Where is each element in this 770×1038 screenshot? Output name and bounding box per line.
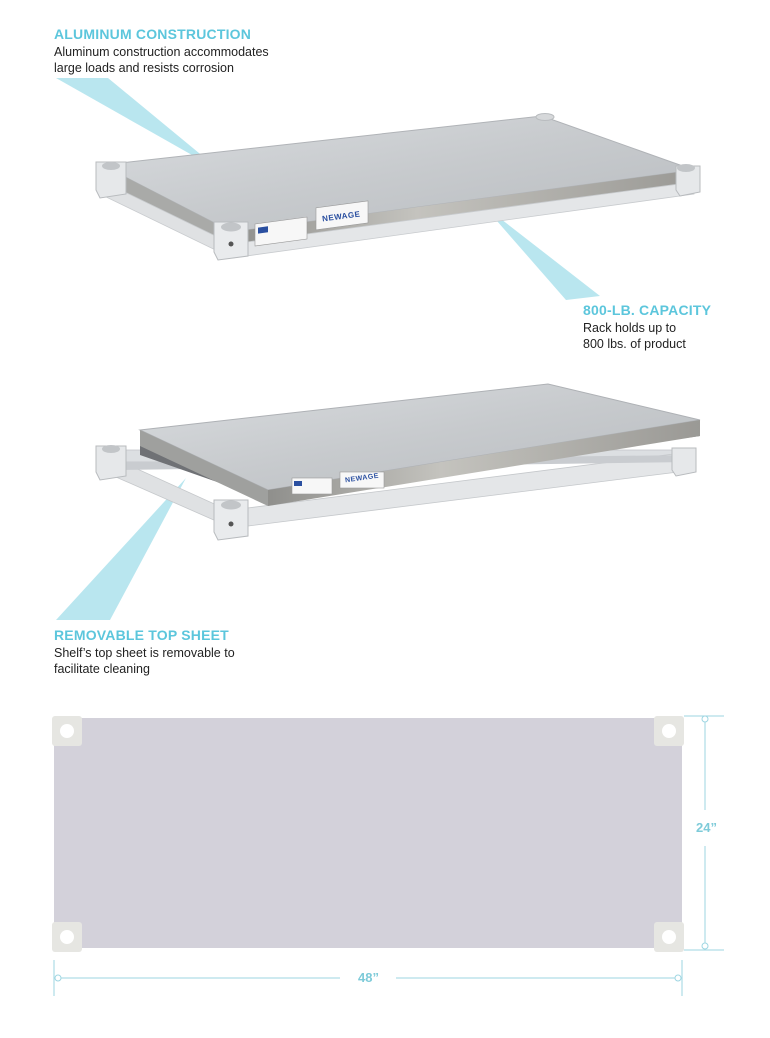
dimension-diagram <box>52 715 724 996</box>
callout-line: Aluminum construction accommodates <box>54 45 269 59</box>
width-dimension-label: 48” <box>354 970 383 985</box>
callout-body: Shelf’s top sheet is removable to facili… <box>54 645 235 677</box>
callout-line: facilitate cleaning <box>54 662 150 676</box>
callout-title: 800-LB. CAPACITY <box>583 302 712 318</box>
shelf-top-sheet-removed <box>95 383 701 541</box>
callout-capacity: 800-LB. CAPACITY Rack holds up to 800 lb… <box>583 302 711 352</box>
callout-body: Rack holds up to 800 lbs. of product <box>583 320 711 352</box>
removable-pointer <box>56 478 186 620</box>
callout-line: 800 lbs. of product <box>583 337 686 351</box>
callout-aluminum-construction: ALUMINUM CONSTRUCTION Aluminum construct… <box>54 26 269 76</box>
depth-dimension-label: 24” <box>692 820 721 835</box>
callout-line: Rack holds up to <box>583 321 677 335</box>
callout-title: ALUMINUM CONSTRUCTION <box>54 26 252 42</box>
callout-title: REMOVABLE TOP SHEET <box>54 627 229 643</box>
shelf-outline <box>54 718 682 948</box>
callout-line: large loads and resists corrosion <box>54 61 234 75</box>
capacity-pointer <box>483 205 600 300</box>
shelf-assembled <box>95 113 701 261</box>
callout-line: Shelf’s top sheet is removable to <box>54 646 235 660</box>
aluminum-pointer <box>56 78 222 172</box>
callout-removable-top-sheet: REMOVABLE TOP SHEET Shelf’s top sheet is… <box>54 627 235 677</box>
callout-body: Aluminum construction accommodates large… <box>54 44 269 76</box>
